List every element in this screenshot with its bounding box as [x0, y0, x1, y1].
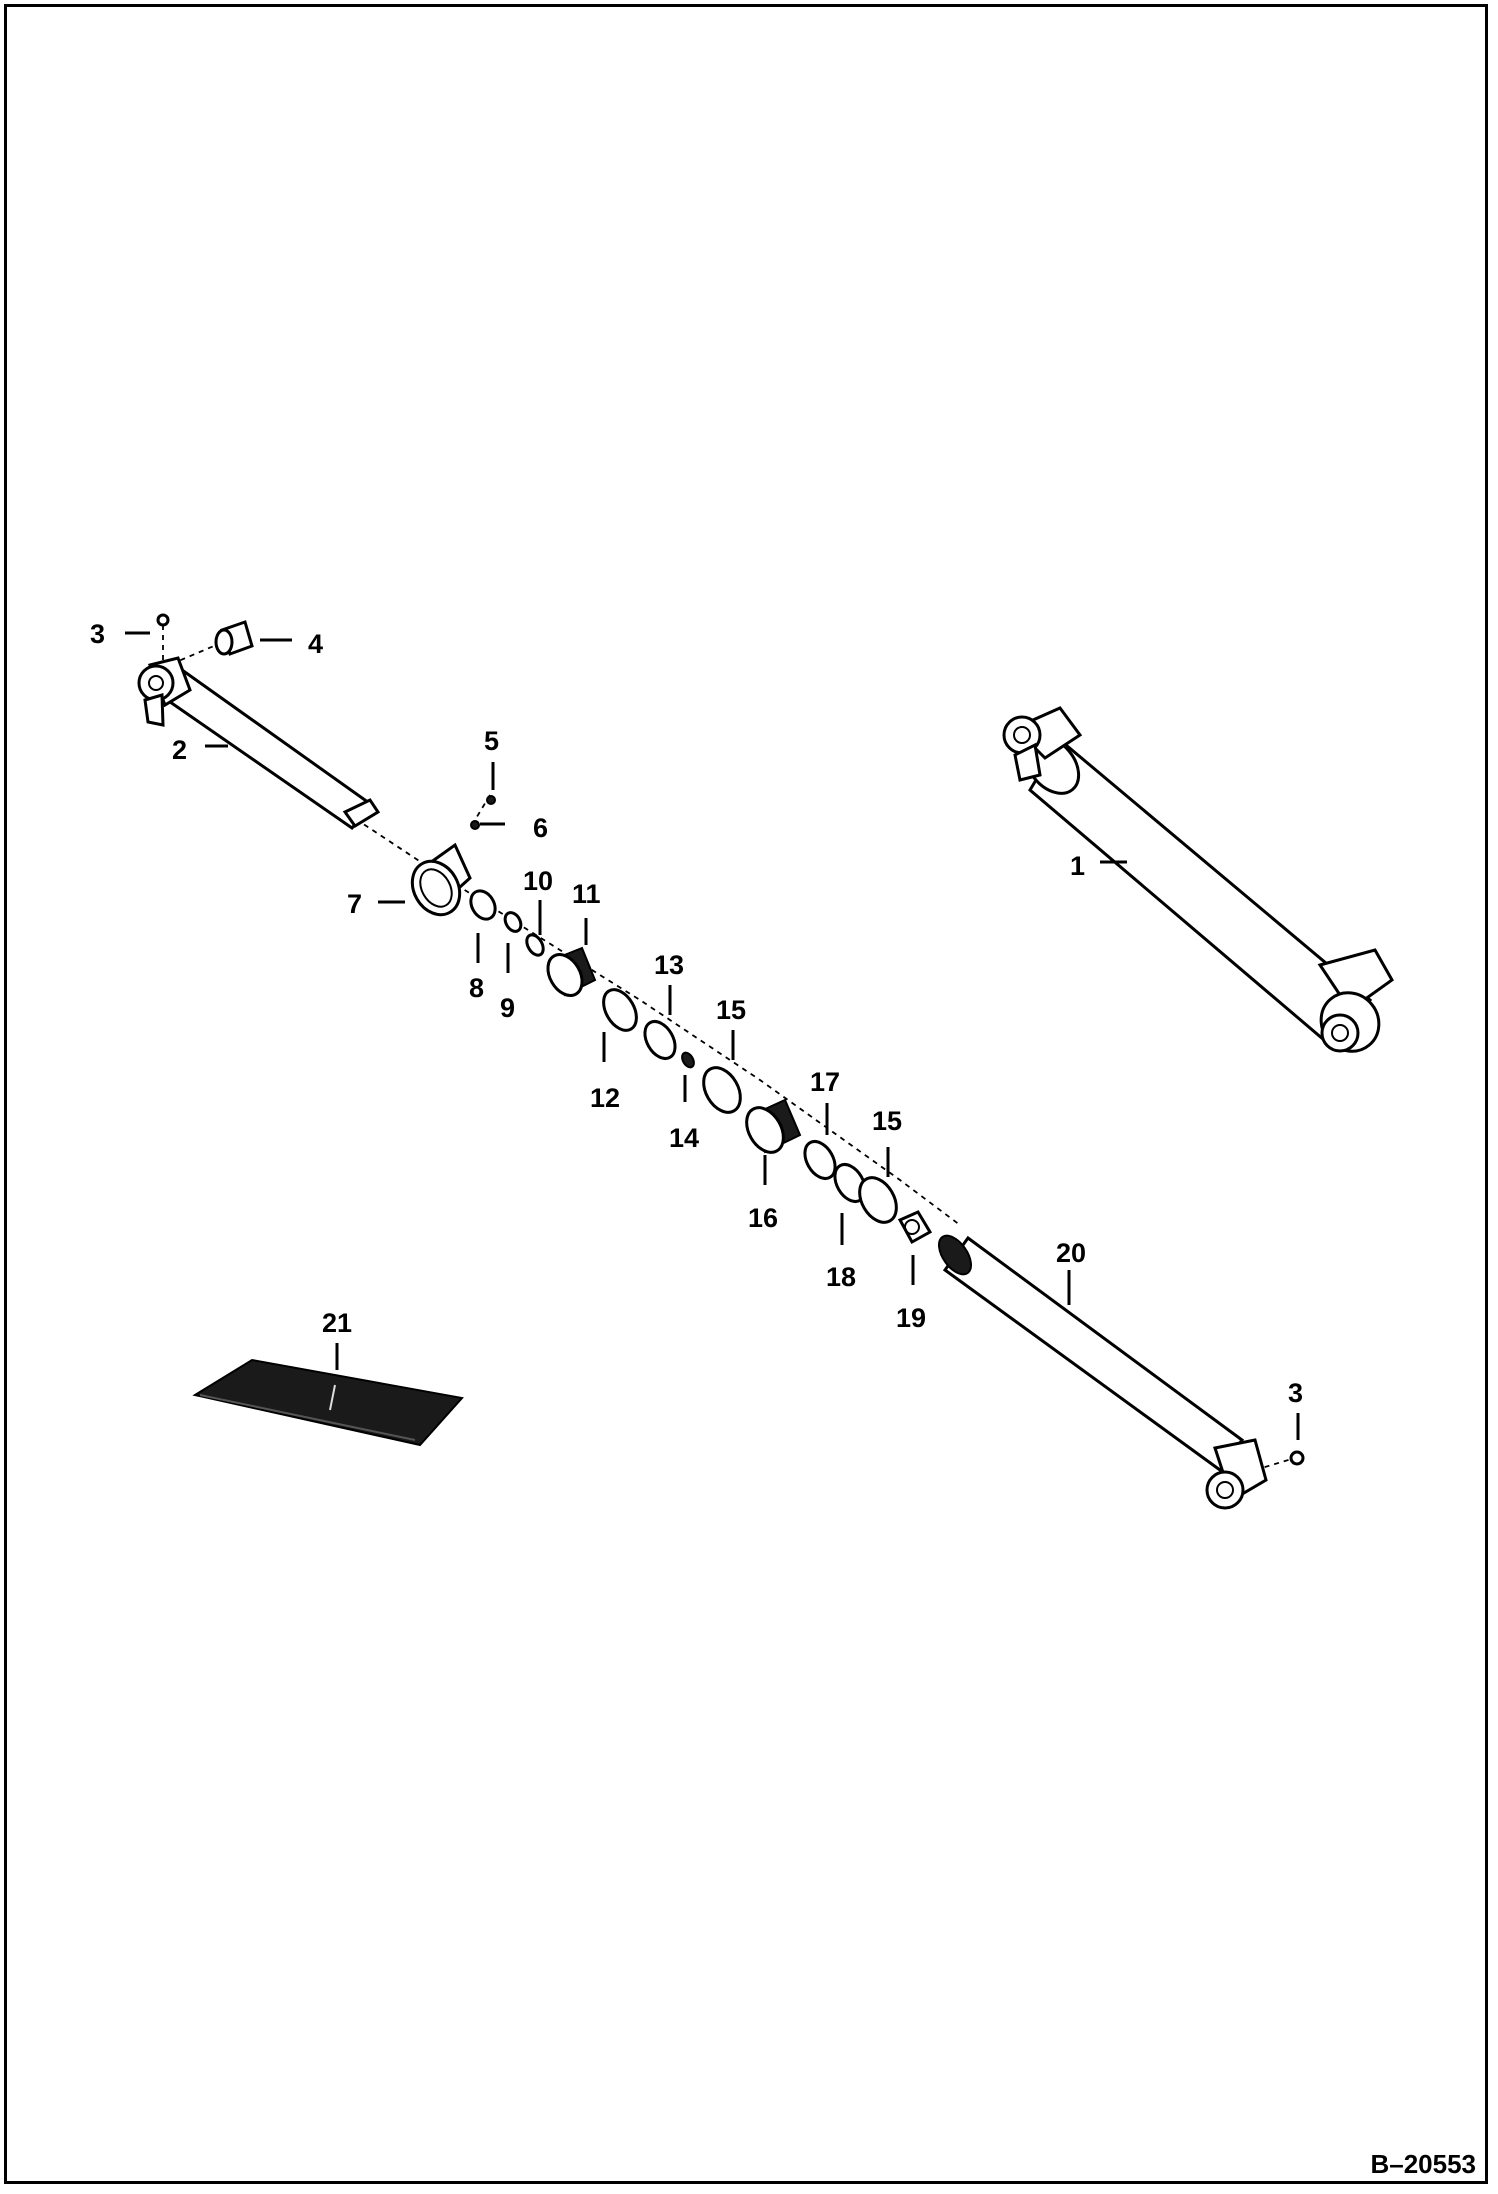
callout-13: 13 — [654, 950, 684, 980]
leader-lines — [125, 631, 1300, 1440]
callout-9: 9 — [500, 993, 515, 1023]
callout-19: 19 — [896, 1303, 926, 1333]
bushing-part — [214, 620, 254, 656]
callout-10: 10 — [523, 866, 553, 896]
drawing-number: B–20553 — [1370, 2149, 1476, 2179]
callout-14: 14 — [669, 1123, 699, 1153]
fitting-centerline-right — [1254, 1457, 1296, 1471]
callout-18: 18 — [826, 1262, 856, 1292]
rod-part — [137, 656, 381, 830]
callout-17: 17 — [810, 1067, 840, 1097]
callout-4: 4 — [308, 629, 323, 659]
callout-6: 6 — [533, 813, 548, 843]
callout-20: 20 — [1056, 1238, 1086, 1268]
callout-15-bottom: 15 — [872, 1106, 902, 1136]
callout-1: 1 — [1070, 851, 1085, 881]
callout-2: 2 — [172, 735, 187, 765]
nut-part — [897, 1210, 933, 1245]
callout-15-top: 15 — [716, 995, 746, 1025]
setscrew-part — [470, 795, 496, 830]
seal-rings — [469, 889, 898, 1224]
page-border — [4, 4, 1488, 2184]
callout-3-bottom: 3 — [1288, 1378, 1303, 1408]
barrel-part — [938, 1234, 1268, 1510]
callout-5: 5 — [484, 726, 499, 756]
callout-16: 16 — [748, 1203, 778, 1233]
decal-part — [192, 1358, 464, 1447]
callout-labels: 1 2 3 3 4 5 6 7 8 9 10 11 12 13 14 15 15… — [90, 619, 1303, 1408]
callout-8: 8 — [469, 973, 484, 1003]
piston-part — [546, 946, 802, 1154]
callout-12: 12 — [590, 1083, 620, 1113]
callout-21: 21 — [322, 1308, 352, 1338]
callout-7: 7 — [347, 889, 362, 919]
head-part — [410, 842, 472, 917]
cylinder-assembly-part — [1002, 706, 1394, 1053]
callout-11: 11 — [572, 879, 601, 909]
grease-fitting-part — [156, 613, 1305, 1466]
callout-3-top: 3 — [90, 619, 105, 649]
